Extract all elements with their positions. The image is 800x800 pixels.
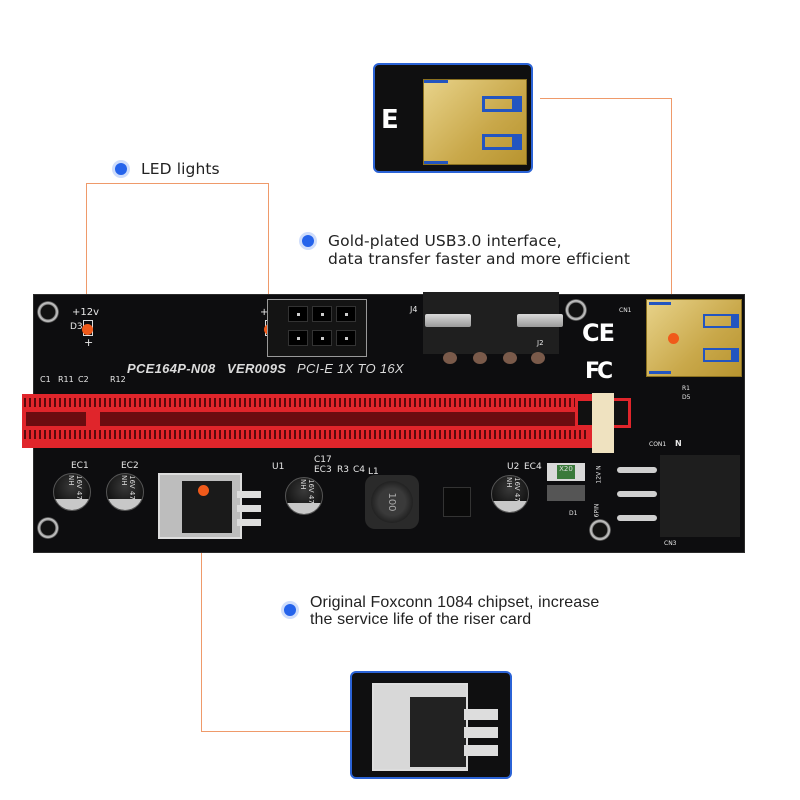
chip-lead [237,505,261,512]
leader-line-chipset [201,494,353,732]
led-left-polarity: + [84,336,94,349]
power-pin [617,515,657,521]
diode-d1 [547,485,585,501]
chip-lead [237,491,261,498]
label-c2: C2 [78,375,89,384]
mounting-hole [37,517,59,539]
label-r11: R11 [58,375,74,384]
ce-logo: CE [582,319,615,347]
label-u2: U2 [507,462,520,472]
led-left-ref: D3 [70,322,83,332]
leader-line-usb [540,98,672,336]
power-pin [617,491,657,497]
callout-led-text: LED lights [141,160,220,178]
label-u1: U1 [272,462,285,472]
leader-line-led [86,183,269,318]
callout-chipset-line1: Original Foxconn 1084 chipset, increase [310,594,600,611]
label-r12: R12 [110,375,126,384]
label-c1: C1 [40,375,51,384]
capacitor-ec2: 16V 470 NH [106,473,144,511]
label-cn1: CN1 [619,307,632,314]
callout-usb-line2: data transfer faster and more efficient [328,250,631,268]
label-c17: C17 [314,455,332,465]
bullet-dot-icon [284,604,296,616]
bullet-dot-icon [302,235,314,247]
label-j2: J2 [537,339,544,347]
label-con1: CON1 [649,441,667,448]
label-r3: R3 [337,465,349,475]
callout-usb: Gold-plated USB3.0 interface, data trans… [302,232,630,268]
label-ec2: EC2 [121,461,139,471]
label-d5: D5 [682,394,691,401]
ic-chip-u2 [443,487,471,517]
board-interface-label: PCI-E 1X TO 16X [297,361,404,376]
label-ec3: EC3 [314,465,332,475]
capacitor-ec1: 16V 470 NH [53,473,91,511]
capacitor-ec3: 16V 470 NH [285,477,323,515]
label-l1: L1 [368,467,379,477]
slot-latch [592,393,614,453]
label-j4: J4 [410,305,418,314]
molex-power-connector [423,292,563,364]
right-power-connector [660,455,740,537]
callout-chipset-line2: the service life of the riser card [310,611,532,628]
callout-usb-line1: Gold-plated USB3.0 interface, [328,232,562,250]
inset-usb-closeup: E [373,63,533,173]
label-d1: D1 [569,510,578,517]
ce-logo-partial: E [381,105,399,135]
chip-lead [237,519,261,526]
label-ec4: EC4 [524,462,542,472]
usb3-port [646,299,742,377]
usb3-port-closeup [423,79,527,165]
mounting-hole [565,299,587,321]
mounting-hole [589,519,611,541]
board-model-label: PCE164P-N08 [127,361,216,376]
highlight-marker-icon [82,324,93,335]
label-c4: C4 [353,465,366,475]
label-n: N [675,439,682,448]
board-version-label: VER009S [227,361,287,376]
label-12v-n: 12V N [595,465,603,484]
inductor-l1: 100 [365,475,419,529]
foxconn-1084-chip [158,473,242,539]
led-left-voltage: +12v [72,307,100,318]
fuse: X20 [547,463,585,481]
inset-chipset-closeup [350,671,512,779]
fc-logo: FC [585,359,613,384]
capacitor-ec4: 16V 470 NH [491,475,529,513]
callout-led-lights: LED lights [115,160,220,178]
pcie-x16-slot [22,394,594,448]
label-6pin: 6PIN [593,503,601,518]
label-cn3: CN3 [664,540,677,547]
power-pin [617,467,657,473]
pcie-6pin-power-connector [267,299,367,357]
highlight-marker-icon [668,333,679,344]
mounting-hole [37,301,59,323]
label-ec1: EC1 [71,461,89,471]
highlight-marker-icon [198,485,209,496]
bullet-dot-icon [115,163,127,175]
label-r1: R1 [682,385,690,392]
callout-chipset: Original Foxconn 1084 chipset, increase … [284,594,599,628]
